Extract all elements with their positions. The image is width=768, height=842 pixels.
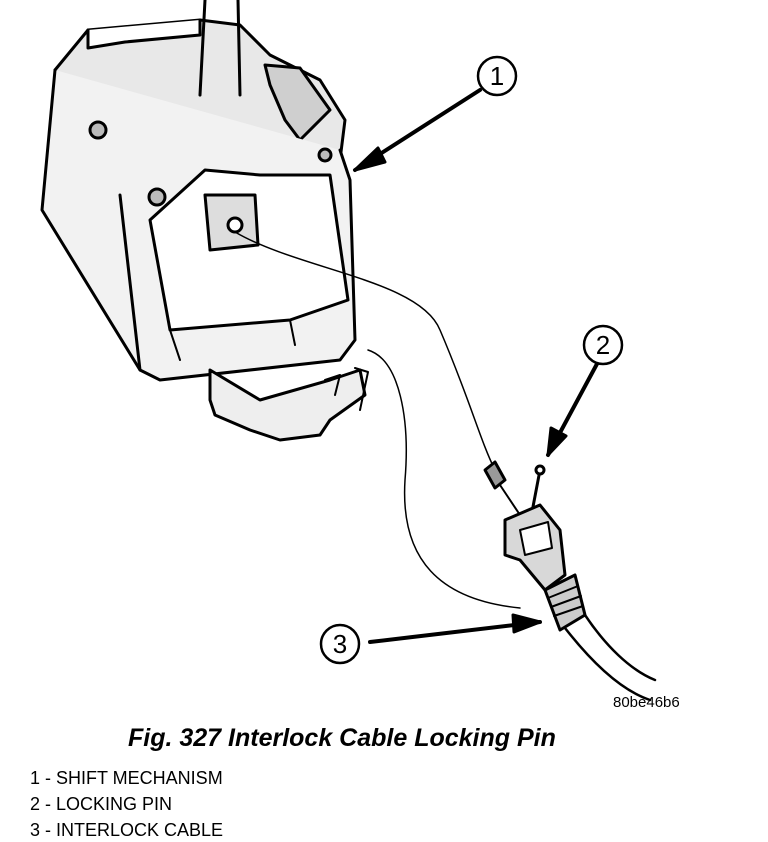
callout-2: 2 (582, 324, 624, 366)
reference-code: 80be46b6 (613, 694, 680, 711)
callout-1: 1 (476, 55, 518, 97)
cable-end-fitting (483, 460, 507, 490)
callout-3-number: 3 (333, 629, 347, 659)
mounting-bolt (147, 187, 167, 207)
mounting-bolt (317, 147, 333, 163)
legend-item: 1 - SHIFT MECHANISM (30, 768, 223, 788)
mounting-bolt (88, 120, 108, 140)
legend: 1 - SHIFT MECHANISM 2 - LOCKING PIN 3 - … (30, 765, 223, 842)
locking-pin (530, 468, 542, 514)
housing-front-face (118, 193, 142, 372)
callout-1-number: 1 (490, 61, 504, 91)
interlock-cable-inner (234, 231, 496, 471)
callout-3: 3 (319, 623, 361, 665)
legend-item: 2 - LOCKING PIN (30, 794, 173, 814)
callout-3-leader (368, 620, 542, 644)
legend-item: 3 - INTERLOCK CABLE (30, 820, 224, 840)
callout-2-number: 2 (596, 330, 610, 360)
plate-tab (86, 18, 202, 50)
interlock-cable-outer (563, 613, 657, 702)
shift-lever (198, 0, 242, 97)
lower-bracket (208, 368, 367, 442)
interlock-cable-loop (367, 349, 521, 609)
figure-caption: Fig. 327 Interlock Cable Locking Pin (128, 724, 556, 752)
housing-inner-well (148, 168, 350, 332)
